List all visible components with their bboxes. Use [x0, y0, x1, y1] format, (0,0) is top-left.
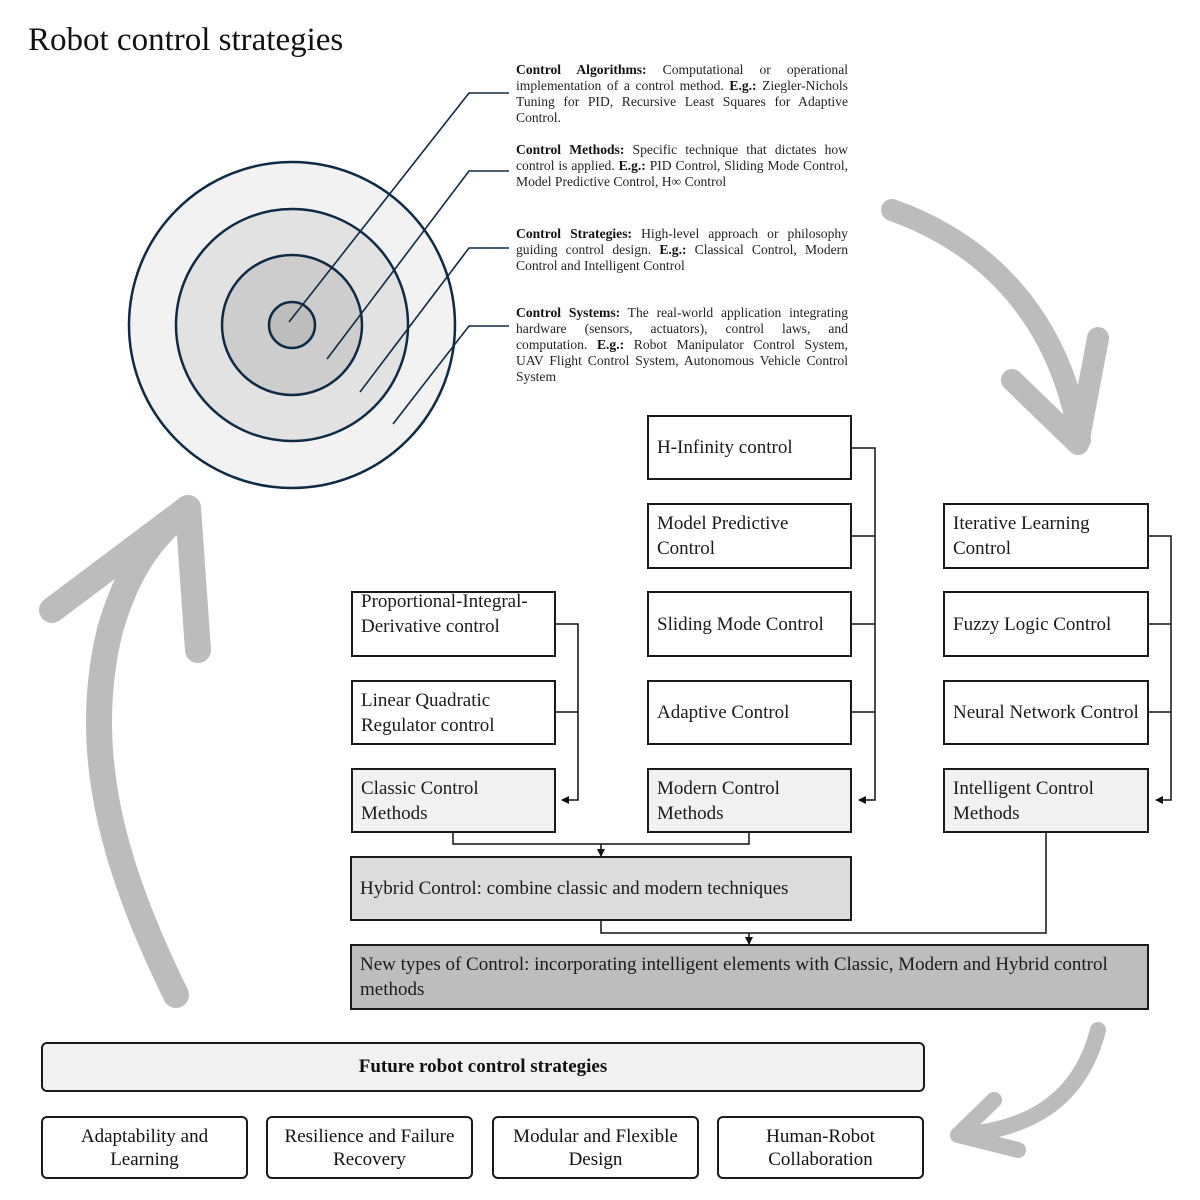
definition-control-systems: Control Systems: The real-world applicat…	[516, 305, 848, 385]
hybrid-control-box: Hybrid Control: combine classic and mode…	[350, 856, 852, 921]
category-box-modern: Modern Control Methods	[647, 768, 852, 833]
method-box-pid: Proportional-Integral-Derivative control	[351, 591, 556, 657]
method-label: Fuzzy Logic Control	[953, 613, 1112, 635]
new-types-control-box: New types of Control: incorporating inte…	[350, 944, 1149, 1010]
method-label: Proportional-Integral-Derivative control	[361, 591, 528, 637]
method-box-iterative-learning: Iterative Learning Control	[943, 503, 1149, 569]
definition-examples: Robot Manipulator Control System, UAV Fl…	[516, 337, 848, 384]
category-label: Intelligent Control Methods	[953, 777, 1094, 824]
method-box-adaptive: Adaptive Control	[647, 680, 852, 745]
leader-line-strategies	[359, 247, 509, 393]
definition-text: The real-world application integrating h…	[516, 305, 848, 352]
leader-lines	[288, 92, 509, 425]
eg-label: E.g.:	[659, 242, 687, 257]
page-title: Robot control strategies	[28, 22, 344, 58]
method-label: Neural Network Control	[953, 702, 1139, 723]
future-item-label: Resilience and Failure Recovery	[284, 1125, 455, 1170]
leader-line-methods	[326, 170, 509, 360]
definition-term: Control Methods:	[516, 142, 625, 157]
method-label: Model Predictive Control	[657, 513, 789, 559]
future-item-human-robot: Human-Robot Collaboration	[717, 1116, 924, 1179]
new-types-label: New types of Control: incorporating inte…	[360, 954, 1108, 1000]
arrow-left-up-icon	[39, 495, 211, 1008]
leader-line-systems	[392, 325, 509, 425]
definition-examples: Ziegler-Nichols Tuning for PID, Recursiv…	[516, 78, 848, 125]
category-box-classic: Classic Control Methods	[351, 768, 556, 833]
cycle-arrows	[39, 199, 1109, 1158]
future-item-label: Modular and Flexible Design	[513, 1125, 678, 1170]
definition-text: High-level approach or philosophy guidin…	[516, 226, 848, 257]
eg-label: E.g.:	[596, 337, 625, 352]
hybrid-label: Hybrid Control: combine classic and mode…	[360, 878, 789, 899]
future-item-modular-design: Modular and Flexible Design	[492, 1116, 699, 1179]
method-label: Iterative Learning Control	[953, 513, 1090, 559]
definition-control-algorithms: Control Algorithms: Computational or ope…	[516, 62, 848, 126]
connector-intelligent	[1148, 535, 1172, 804]
category-label: Modern Control Methods	[657, 777, 780, 824]
future-item-resilience: Resilience and Failure Recovery	[266, 1116, 473, 1179]
definition-text: Computational or operational implementat…	[516, 62, 849, 93]
method-box-sliding-mode: Sliding Mode Control	[647, 591, 852, 657]
arrow-bottom-right-icon	[950, 1022, 1106, 1158]
ring-control-algorithms	[267, 300, 317, 350]
flow-connectors	[452, 447, 1172, 945]
definition-term: Control Algorithms:	[516, 62, 647, 77]
category-label: Classic Control Methods	[361, 777, 479, 824]
category-box-intelligent: Intelligent Control Methods	[943, 768, 1149, 833]
method-label: Adaptive Control	[657, 702, 790, 723]
method-label: H-Infinity control	[657, 437, 793, 458]
leader-line-algorithms	[288, 92, 509, 323]
connector-to-hybrid	[452, 832, 750, 845]
method-box-h-infinity: H-Infinity control	[647, 415, 852, 480]
future-item-label: Adaptability and Learning	[80, 1125, 209, 1170]
connector-to-new-types	[600, 832, 1047, 934]
eg-label: E.g.:	[618, 158, 646, 173]
definition-control-methods: Control Methods: Specific technique that…	[516, 142, 848, 190]
definition-examples: PID Control, Sliding Mode Control, Model…	[516, 158, 848, 189]
concentric-rings	[127, 160, 457, 490]
future-item-label: Human-Robot Collaboration	[766, 1125, 875, 1170]
method-box-mpc: Model Predictive Control	[647, 503, 852, 569]
method-box-lqr: Linear Quadratic Regulator control	[351, 680, 556, 745]
definition-control-strategies: Control Strategies: High-level approach …	[516, 226, 848, 274]
arrow-top-right-icon	[881, 199, 1109, 455]
definition-term: Control Systems:	[516, 305, 621, 320]
definition-term: Control Strategies:	[516, 226, 633, 241]
method-box-neural-network: Neural Network Control	[943, 680, 1149, 745]
method-label: Sliding Mode Control	[657, 613, 824, 635]
future-item-adaptability: Adaptability and Learning	[41, 1116, 248, 1179]
definition-examples: Classical Control, Modern Control and In…	[516, 242, 848, 273]
method-box-fuzzy-logic: Fuzzy Logic Control	[943, 591, 1149, 657]
eg-label: E.g.:	[729, 78, 757, 93]
future-header-label: Future robot control strategies	[358, 1056, 608, 1077]
future-strategies-header: Future robot control strategies	[41, 1042, 925, 1092]
definition-text: Specific technique that dictates how con…	[516, 142, 848, 173]
method-label: Linear Quadratic Regulator control	[361, 689, 495, 736]
